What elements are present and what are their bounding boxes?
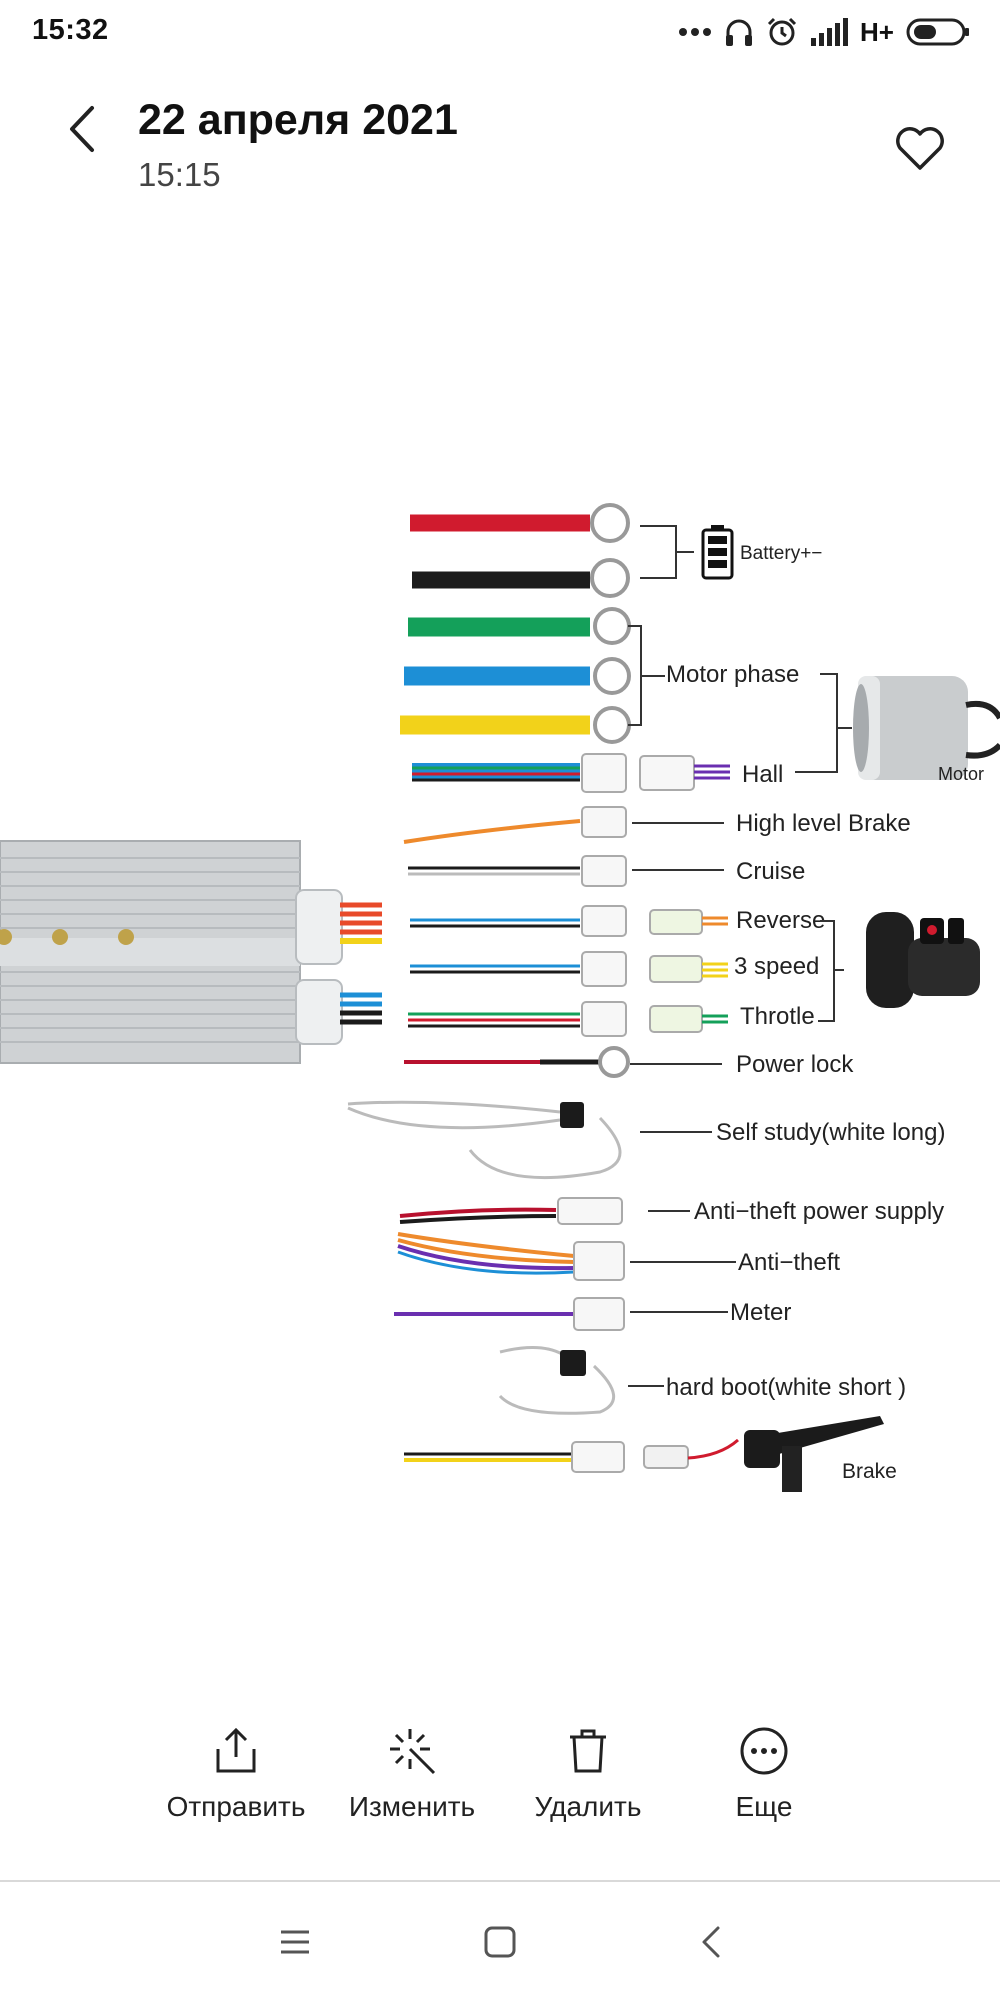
- home-icon[interactable]: [474, 1916, 526, 1968]
- action-bar: Отправить Изменить Удалить Еще: [0, 1725, 1000, 1840]
- share-button[interactable]: Отправить: [151, 1725, 321, 1840]
- delete-button[interactable]: Удалить: [503, 1725, 673, 1840]
- label-hard-boot: hard boot(white short ): [666, 1374, 906, 1401]
- delete-label: Удалить: [534, 1791, 642, 1822]
- label-self-study: Self study(white long): [716, 1119, 945, 1146]
- chevron-left-icon[interactable]: [58, 94, 108, 164]
- label-brake: Brake: [842, 1460, 897, 1483]
- photo-date: 22 апреля 2021: [138, 96, 458, 144]
- more-label: Еще: [735, 1791, 793, 1822]
- label-meter: Meter: [730, 1299, 791, 1326]
- label-motor: Motor: [938, 764, 984, 784]
- label-battery: Battery+−: [740, 543, 822, 564]
- label-reverse: Reverse: [736, 907, 825, 934]
- back-icon[interactable]: [686, 1916, 738, 1968]
- label-throtle: Throtle: [740, 1003, 815, 1030]
- dots-icon: [679, 28, 712, 36]
- status-icons: H+: [678, 12, 970, 52]
- controller-box: [0, 840, 382, 1064]
- label-anti-theft-power: Anti−theft power supply: [694, 1198, 944, 1225]
- label-3-speed: 3 speed: [734, 953, 819, 980]
- edit-label: Изменить: [348, 1791, 476, 1822]
- navbar-divider: [0, 1880, 1000, 1882]
- label-cruise: Cruise: [736, 858, 805, 885]
- brake-lever-image: [744, 1416, 884, 1492]
- headphones-icon: [726, 19, 753, 46]
- battery-icon: [906, 18, 969, 46]
- share-label: Отправить: [166, 1791, 306, 1822]
- menu-icon[interactable]: [269, 1916, 321, 1968]
- network-type: H+: [860, 16, 894, 47]
- more-icon: [740, 1727, 788, 1775]
- label-power-lock: Power lock: [736, 1051, 854, 1078]
- status-time: 15:32: [32, 14, 109, 46]
- system-nav-bar: [0, 1882, 1000, 2000]
- photo-header: 22 апреля 2021 15:15: [0, 80, 1000, 210]
- label-hall: Hall: [742, 761, 783, 788]
- edit-button[interactable]: Изменить: [327, 1725, 497, 1840]
- motor-image: [853, 676, 1000, 780]
- wiring-diagram-photo: Battery+− Motor phase Motor Hall High le…: [0, 503, 1000, 1492]
- label-motor-phase: Motor phase: [666, 661, 799, 688]
- magic-wand-icon: [390, 1729, 436, 1775]
- label-anti-theft: Anti−theft: [738, 1249, 840, 1276]
- alarm-icon: [767, 17, 797, 46]
- status-bar: 15:32 H+: [0, 0, 1000, 62]
- signal-icon: [811, 18, 849, 46]
- share-icon: [216, 1727, 256, 1773]
- throttle-grip-image: [866, 912, 980, 1008]
- more-button[interactable]: Еще: [679, 1725, 849, 1840]
- trash-icon: [570, 1729, 606, 1773]
- battery-symbol-icon: [701, 525, 734, 580]
- heart-outline-icon[interactable]: [892, 120, 948, 176]
- label-high-level-brake: High level Brake: [736, 810, 911, 837]
- photo-time: 15:15: [138, 156, 221, 193]
